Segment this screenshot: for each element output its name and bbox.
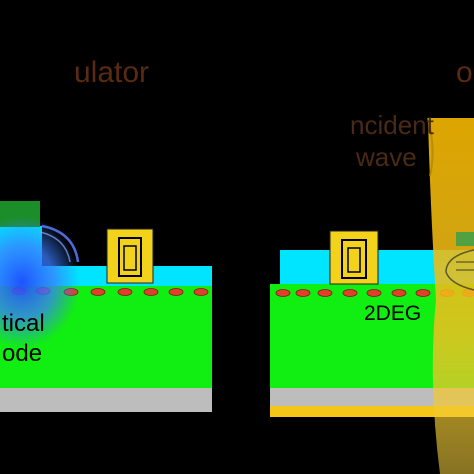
- optical-glow: [0, 216, 80, 348]
- incident-beam: [428, 118, 474, 474]
- right-base: [270, 388, 474, 406]
- label-incident-line2: wave: [355, 142, 417, 172]
- right-device: [270, 117, 474, 474]
- label-right-top: o: [456, 56, 473, 89]
- label-optical-line1: tical: [2, 310, 45, 337]
- left-device: [0, 201, 212, 412]
- left-lens-arc: [41, 224, 80, 263]
- left-gate-contact: [106, 228, 154, 284]
- label-left-top: ulator: [74, 56, 149, 89]
- label-optical-line2: ode: [2, 340, 42, 367]
- right-backside-metal: [270, 406, 474, 417]
- right-lens-arc: [445, 249, 474, 291]
- left-base: [0, 388, 212, 412]
- label-2deg: 2DEG: [364, 302, 421, 325]
- right-gate-contact: [329, 230, 379, 285]
- right-ohmic-contact: [456, 232, 474, 246]
- label-incident-line1: ncident: [350, 110, 435, 140]
